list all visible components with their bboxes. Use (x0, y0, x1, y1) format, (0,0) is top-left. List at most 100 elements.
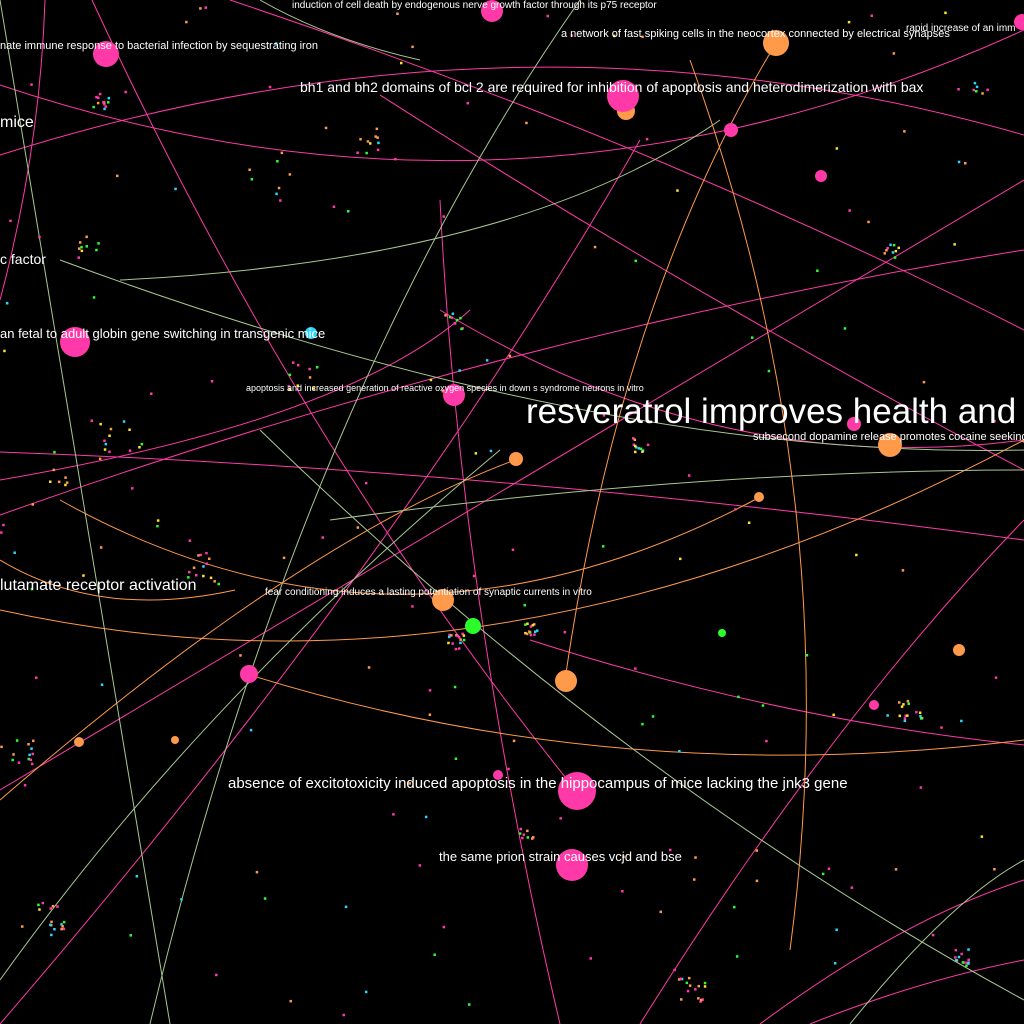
particle (737, 695, 740, 699)
particle (694, 988, 697, 991)
particle (78, 247, 81, 250)
node[interactable] (493, 770, 503, 780)
particle (205, 551, 208, 555)
particle (680, 998, 683, 1001)
node[interactable] (607, 80, 639, 112)
particle (676, 189, 679, 192)
node[interactable] (432, 589, 454, 611)
particle (174, 187, 177, 191)
node[interactable] (1014, 14, 1024, 30)
edge (0, 309, 471, 481)
node-label: rapid increase of an imm (906, 23, 1016, 34)
particle (288, 373, 292, 377)
particle (751, 336, 754, 339)
particle (701, 998, 704, 1001)
node[interactable] (509, 452, 523, 466)
node[interactable] (869, 700, 879, 710)
particle (376, 136, 379, 139)
edge (379, 94, 1024, 471)
particle (279, 199, 282, 202)
particle (518, 832, 522, 835)
node[interactable] (556, 849, 588, 881)
particle (96, 101, 100, 105)
particle (903, 719, 907, 723)
node[interactable] (60, 327, 90, 357)
particle (508, 354, 512, 358)
node[interactable] (443, 384, 465, 406)
particle (993, 868, 996, 871)
particle (428, 713, 432, 716)
node[interactable] (754, 492, 764, 502)
node[interactable] (240, 665, 258, 683)
particle (893, 256, 897, 259)
particle (897, 246, 900, 250)
node[interactable] (763, 30, 789, 56)
particle (993, 419, 996, 423)
node[interactable] (718, 629, 726, 637)
node[interactable] (878, 433, 902, 457)
particle (344, 905, 348, 909)
particle (637, 447, 641, 450)
node[interactable] (724, 123, 738, 137)
particle (248, 168, 251, 171)
particle (694, 856, 697, 859)
node-label: fear conditioning induces a lasting pote… (265, 587, 592, 598)
node[interactable] (93, 41, 119, 67)
node[interactable] (815, 170, 827, 182)
particle (703, 985, 707, 988)
particle (680, 977, 684, 981)
node[interactable] (555, 670, 577, 692)
edge (809, 959, 1024, 1024)
particle (187, 576, 190, 579)
particle (109, 427, 113, 431)
node[interactable] (305, 327, 317, 339)
particle (394, 157, 397, 161)
particle (975, 85, 979, 89)
node[interactable] (171, 736, 179, 744)
particle (433, 953, 436, 956)
particle (767, 369, 771, 373)
particle (308, 376, 312, 379)
node-label: resveratrol improves health and (526, 392, 1016, 431)
particle (17, 761, 21, 764)
node[interactable] (74, 737, 84, 747)
node[interactable] (847, 417, 861, 431)
particle (369, 142, 372, 145)
particle (97, 96, 100, 100)
node[interactable] (953, 644, 965, 656)
node-label: mice (0, 114, 34, 131)
particle (129, 934, 132, 937)
node-label: an fetal to adult globin gene switching … (0, 326, 325, 341)
node[interactable] (558, 772, 596, 810)
particle (944, 11, 947, 15)
particle (900, 705, 904, 708)
node-layer (60, 0, 1024, 881)
particle (27, 743, 30, 746)
particle (632, 437, 635, 440)
particle (205, 562, 209, 565)
particle (128, 449, 132, 452)
particle (633, 438, 637, 441)
particle (324, 126, 328, 130)
particle (898, 714, 901, 718)
particle (821, 872, 825, 876)
particle (892, 243, 896, 247)
particle (364, 990, 368, 994)
particle (275, 192, 278, 196)
particle (400, 61, 403, 65)
node[interactable] (465, 618, 481, 634)
particle (867, 220, 870, 224)
particle (103, 107, 106, 111)
node[interactable] (481, 0, 503, 22)
particle (462, 634, 466, 637)
particle (847, 20, 851, 24)
particle (688, 976, 691, 980)
particle (891, 251, 895, 254)
particle (457, 647, 461, 650)
particle (622, 855, 625, 859)
particle (466, 101, 469, 105)
particle (377, 141, 380, 145)
particle (82, 574, 85, 577)
particle (104, 105, 107, 108)
